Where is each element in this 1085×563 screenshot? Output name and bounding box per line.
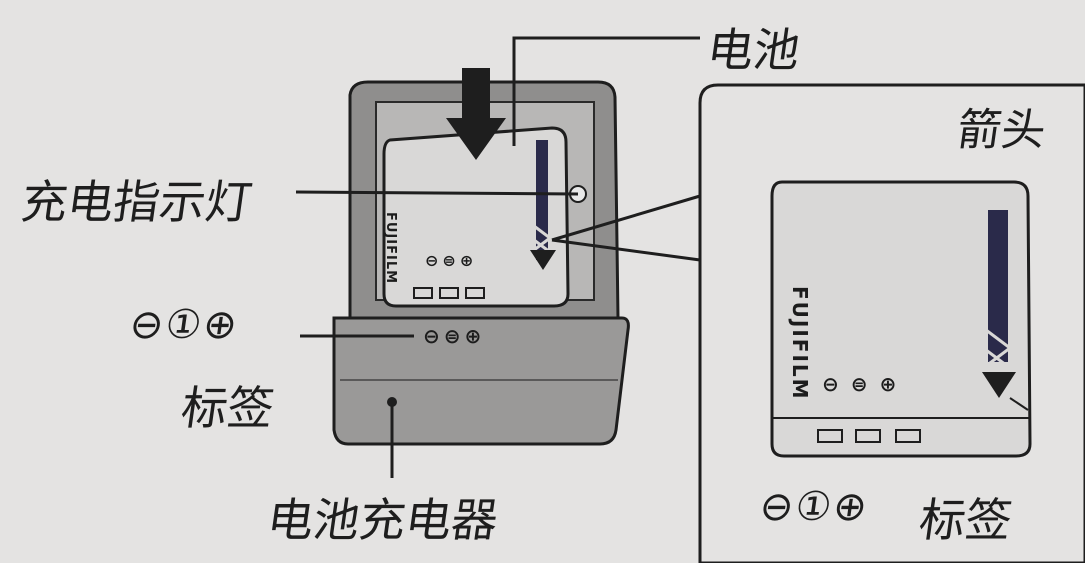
inset-terminal-symbols-label: ⊖①⊕: [756, 484, 873, 530]
battery-terminal-marks: ⊖⊜⊕: [425, 251, 478, 270]
inset-battery-terminal-marks: ⊖⊜⊕: [822, 372, 909, 396]
battery: [382, 126, 570, 308]
inset-battery: [770, 180, 1032, 458]
battery-label: 电池: [703, 23, 804, 77]
inset-terminal-label: 标签: [915, 493, 1016, 547]
terminal-label: 标签: [177, 381, 278, 435]
arrow-label: 箭头: [953, 105, 1049, 156]
charger-label: 电池充电器: [263, 493, 502, 547]
charger-terminal-marks: ⊖⊜⊕: [423, 324, 486, 348]
insert-direction-arrow: [446, 68, 506, 160]
terminal-symbols-label: ⊖①⊕: [126, 302, 243, 348]
battery-brand: FUJIFILM: [383, 212, 398, 285]
charge-indicator-label: 充电指示灯: [17, 175, 256, 229]
inset-battery-brand: FUJIFILM: [788, 286, 812, 401]
